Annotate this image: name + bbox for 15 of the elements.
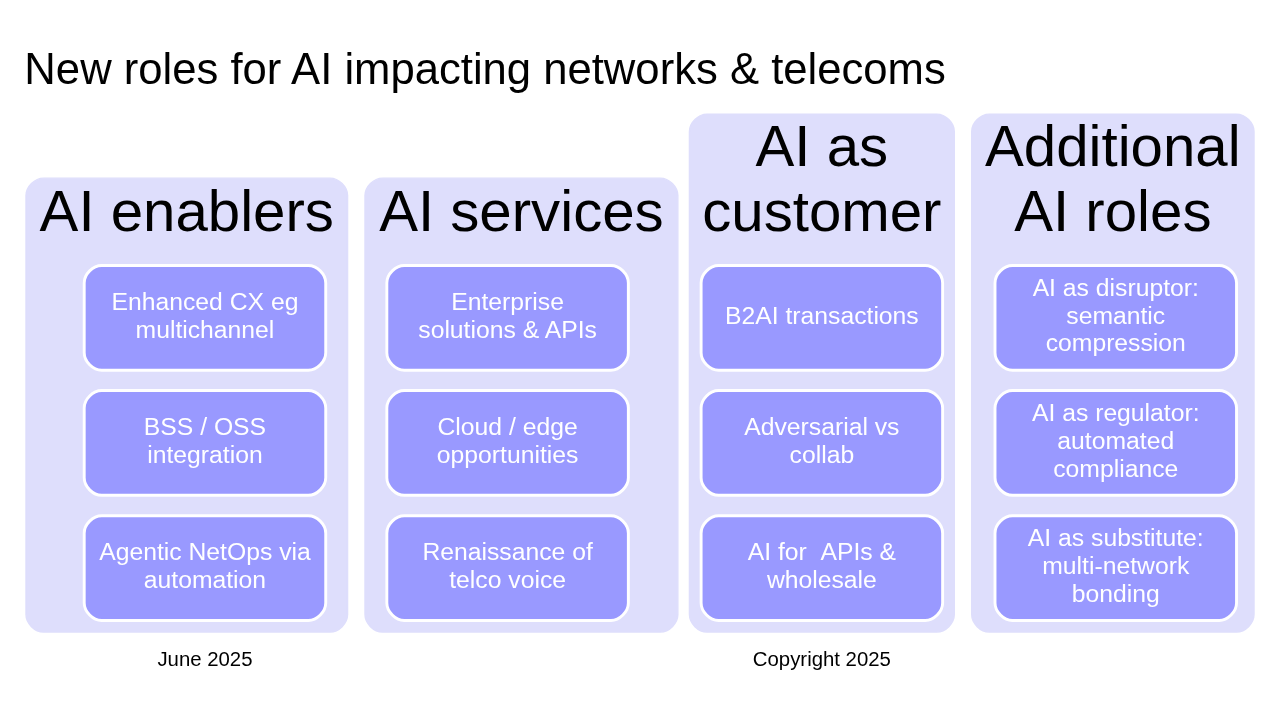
node-box: AI as disruptor: semantic compression (993, 263, 1238, 372)
node-box: AI for APIs & wholesale (699, 514, 945, 622)
node-box: BSS / OSS integration (82, 389, 328, 497)
label: June 2025 (157, 647, 253, 670)
node-box: Enterprise solutions & APIs (385, 263, 630, 372)
node-box: Renaissance of telco voice (385, 514, 630, 622)
diagram-title: New roles for AI impacting networks & telecoms (24, 43, 946, 93)
node-box: Agentic NetOps via automation (82, 514, 328, 622)
node-box: Cloud / edge opportunities (385, 389, 630, 497)
node-box: Enhanced CX eg multichannel (82, 263, 328, 372)
node-box: AI as substitute: multi-network bonding (993, 514, 1238, 622)
node-box: Adversarial vs collab (699, 389, 945, 497)
node-box: B2AI transactions (699, 263, 945, 372)
label: Copyright 2025 (752, 647, 891, 670)
node-box: AI as regulator: automated compliance (993, 389, 1238, 497)
